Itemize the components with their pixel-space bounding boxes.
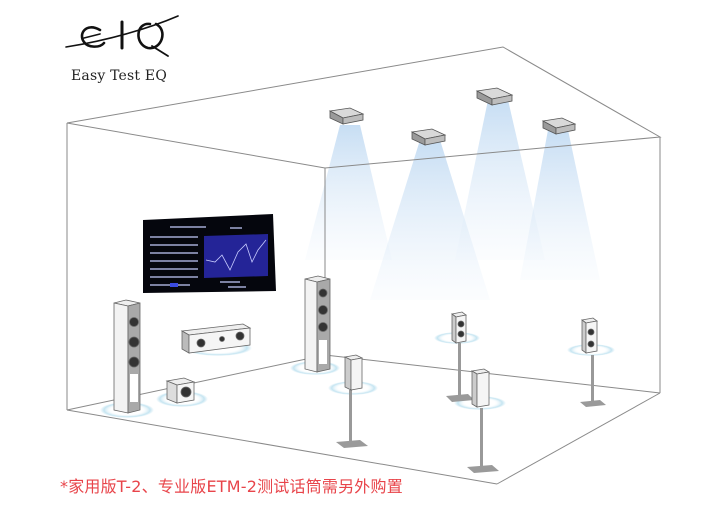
ceiling-speaker-1 [328, 107, 365, 125]
left-tower-speaker [113, 299, 141, 414]
brand-name: Easy Test EQ [71, 68, 168, 84]
surround-speaker-front-left [336, 354, 368, 448]
ceiling-speaker-beams [305, 100, 600, 300]
right-tower-speaker [304, 275, 331, 373]
footnote-text: *家用版T-2、专业版ETM-2测试话筒需另外购置 [60, 477, 403, 496]
ceiling-speakers [328, 87, 577, 146]
surround-speaker-rear-left [446, 311, 474, 402]
center-speaker [180, 323, 252, 354]
surround-speaker-rear-right [580, 317, 606, 407]
subwoofer [165, 377, 196, 404]
tv-screen [143, 214, 276, 293]
logo-icon [65, 15, 179, 57]
ceiling-speaker-4 [541, 117, 577, 135]
surround-speaker-front-right [467, 368, 499, 473]
ceiling-speaker-3 [475, 87, 514, 106]
ceiling-speaker-2 [410, 128, 447, 146]
